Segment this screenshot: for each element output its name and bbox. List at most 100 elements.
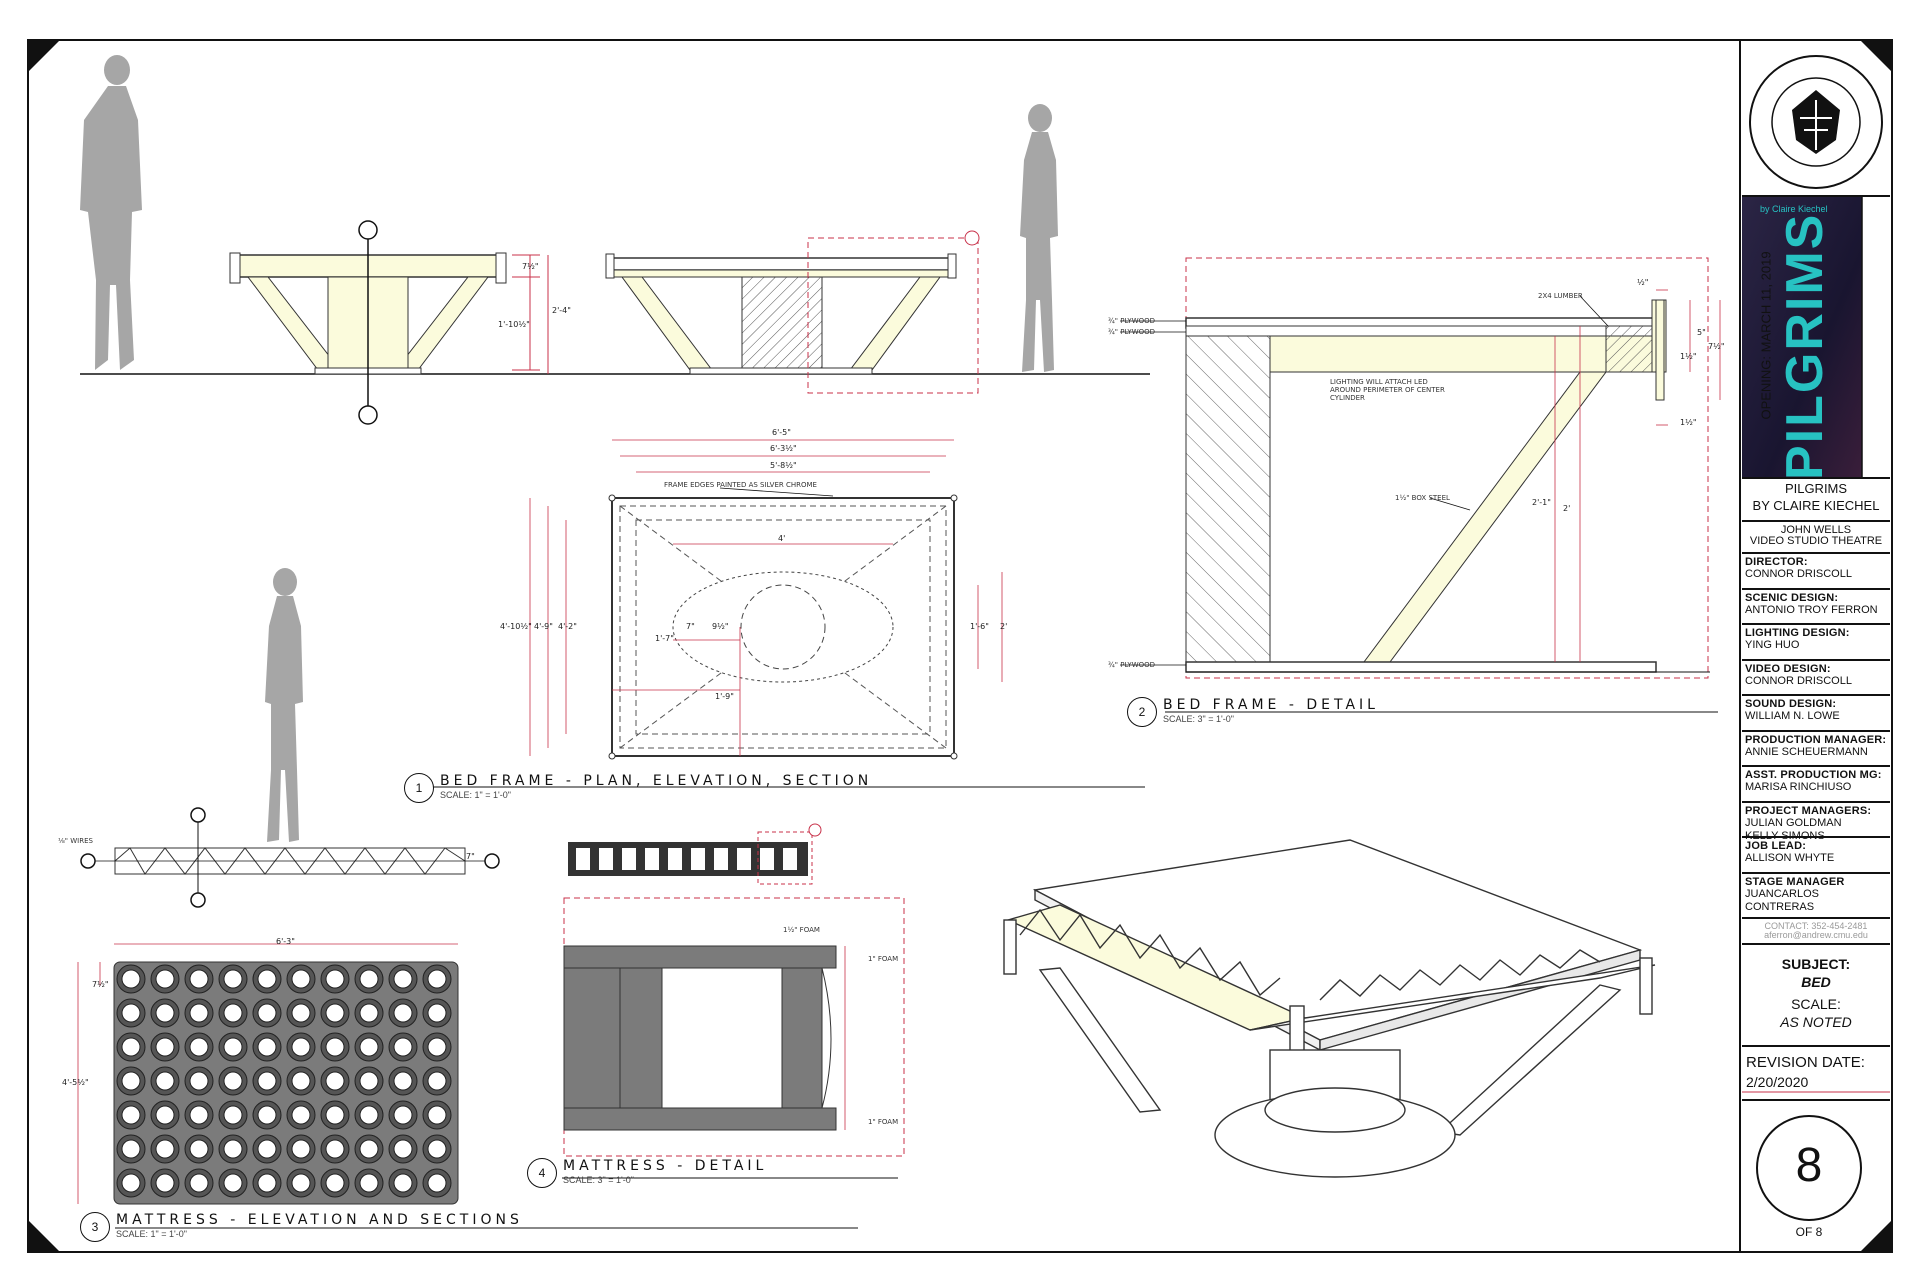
tb-credit-value: WILLIAM N. LOWE bbox=[1745, 710, 1840, 722]
dim-p-1-9: 1'-9" bbox=[715, 692, 734, 701]
mattress-section bbox=[80, 807, 500, 908]
coil-inner bbox=[257, 1139, 277, 1159]
coil-inner bbox=[359, 1139, 379, 1159]
dim-m-6-3: 6'-3" bbox=[276, 937, 295, 946]
coil-inner bbox=[223, 1071, 243, 1091]
coil-inner bbox=[121, 1071, 141, 1091]
v2-title: BED FRAME - DETAIL bbox=[1163, 697, 1379, 713]
note-box-steel: 1½" BOX STEEL bbox=[1395, 494, 1450, 502]
note-foam-3: 1" FOAM bbox=[868, 1118, 899, 1126]
coil-inner bbox=[359, 969, 379, 989]
tb-revision-label: REVISION DATE: bbox=[1746, 1054, 1865, 1071]
note-lumber: 2X4 LUMBER bbox=[1538, 292, 1583, 300]
v4-scale: SCALE: 3" = 1'-0" bbox=[563, 1175, 634, 1185]
dim-p-9half: 9½" bbox=[712, 622, 729, 631]
coil-inner bbox=[393, 1105, 413, 1125]
strip-cell bbox=[622, 848, 636, 870]
v1-scale: SCALE: 1" = 1'-0" bbox=[440, 790, 511, 800]
dim-d-2-1: 2'-1" bbox=[1532, 498, 1551, 507]
bed-isometric-view bbox=[1003, 839, 1656, 1178]
strip-cell bbox=[599, 848, 613, 870]
tb-credit-value: CONNOR DRISCOLL bbox=[1745, 568, 1852, 580]
human-figure-male bbox=[80, 55, 142, 370]
coil-inner bbox=[291, 1139, 311, 1159]
tb-credit-row: DIRECTOR:CONNOR DRISCOLL bbox=[1742, 552, 1890, 583]
tb-scale-value: AS NOTED bbox=[1780, 1014, 1852, 1030]
coil-inner bbox=[257, 1003, 277, 1023]
bed-section-elevation bbox=[605, 230, 980, 394]
tb-sheet-number: 8 bbox=[1795, 1139, 1823, 1192]
coil-inner bbox=[427, 1173, 447, 1193]
coil-inner bbox=[393, 1037, 413, 1057]
mattress-detail bbox=[563, 897, 905, 1157]
tb-credit-row: ASST. PRODUCTION MG:MARISA RINCHIUSO bbox=[1742, 765, 1890, 796]
coil-inner bbox=[427, 1071, 447, 1091]
coil-inner bbox=[427, 1139, 447, 1159]
dim-d-1half-a: 1½" bbox=[1680, 352, 1697, 361]
tb-credit-value: YING HUO bbox=[1745, 639, 1800, 651]
coil-inner bbox=[325, 1037, 345, 1057]
coil-inner bbox=[291, 1003, 311, 1023]
tb-show: PILGRIMS bbox=[1784, 481, 1848, 496]
strip-cell bbox=[760, 848, 774, 870]
tb-sheet-of: OF 8 bbox=[1795, 1225, 1823, 1239]
tb-credit-label: DIRECTOR: bbox=[1745, 556, 1808, 568]
strip-cell bbox=[645, 848, 659, 870]
coil-inner bbox=[291, 1071, 311, 1091]
coil-inner bbox=[325, 969, 345, 989]
coil-inner bbox=[427, 1037, 447, 1057]
coil-inner bbox=[223, 969, 243, 989]
coil-inner bbox=[359, 1105, 379, 1125]
tb-revision-value: 2/20/2020 bbox=[1746, 1074, 1809, 1090]
coil-inner bbox=[393, 1139, 413, 1159]
dim-m-4-5half: 4'-5½" bbox=[62, 1078, 89, 1087]
coil-inner bbox=[291, 1173, 311, 1193]
strip-cell bbox=[668, 848, 682, 870]
coil-inner bbox=[257, 1037, 277, 1057]
tb-credit-row: VIDEO DESIGN:CONNOR DRISCOLL bbox=[1742, 658, 1890, 690]
coil-inner bbox=[257, 1105, 277, 1125]
tb-scale-label: SCALE: bbox=[1791, 996, 1841, 1012]
coil-inner bbox=[359, 1173, 379, 1193]
coil-inner bbox=[257, 1173, 277, 1193]
dim-d-5: 5" bbox=[1697, 328, 1706, 337]
dim-m-7half: 7½" bbox=[92, 980, 109, 989]
note-wires: ⅛" WIRES bbox=[58, 837, 93, 845]
dim-p-1-6: 1'-6" bbox=[970, 622, 989, 631]
v3-title: MATTRESS - ELEVATION AND SECTIONS bbox=[116, 1212, 523, 1228]
v1-number: 1 bbox=[404, 773, 434, 803]
coil-inner bbox=[189, 1003, 209, 1023]
tb-credit-value-2: KELLY SIMONS bbox=[1745, 829, 1825, 842]
coil-inner bbox=[121, 1037, 141, 1057]
coil-inner bbox=[291, 1037, 311, 1057]
bed-plan-view bbox=[529, 439, 1003, 760]
coil-inner bbox=[155, 1071, 175, 1091]
coil-inner bbox=[325, 1003, 345, 1023]
coil-inner bbox=[121, 1173, 141, 1193]
coil-inner bbox=[291, 969, 311, 989]
strip-cell bbox=[691, 848, 705, 870]
coil-inner bbox=[223, 1139, 243, 1159]
tb-venue-1: JOHN WELLS bbox=[1742, 520, 1890, 536]
sheet-border bbox=[27, 39, 1893, 1253]
coil-inner bbox=[427, 1003, 447, 1023]
note-plywood-2: ¾" PLYWOOD bbox=[1108, 328, 1156, 336]
coil-inner bbox=[155, 1139, 175, 1159]
dim-e-1-10half: 1'-10½" bbox=[498, 320, 530, 329]
dim-p-4: 4' bbox=[778, 534, 786, 543]
coil-inner bbox=[359, 1003, 379, 1023]
coil-inner bbox=[155, 1037, 175, 1057]
coil-inner bbox=[155, 1173, 175, 1193]
dim-p-6-5: 6'-5" bbox=[772, 428, 791, 437]
mattress-elevation bbox=[77, 943, 459, 1205]
coil-inner bbox=[155, 1003, 175, 1023]
tb-subject-value: BED bbox=[1801, 974, 1831, 990]
tb-credit-label: JOB LEAD: bbox=[1745, 840, 1807, 852]
coil-inner bbox=[189, 1139, 209, 1159]
coil-inner bbox=[325, 1071, 345, 1091]
dim-p-4-9: 4'-9" bbox=[534, 622, 553, 631]
coil-inner bbox=[291, 1105, 311, 1125]
coil-inner bbox=[359, 1071, 379, 1091]
tb-credit-value: ANTONIO TROY FERRON bbox=[1745, 603, 1878, 616]
v2-number: 2 bbox=[1127, 697, 1157, 727]
